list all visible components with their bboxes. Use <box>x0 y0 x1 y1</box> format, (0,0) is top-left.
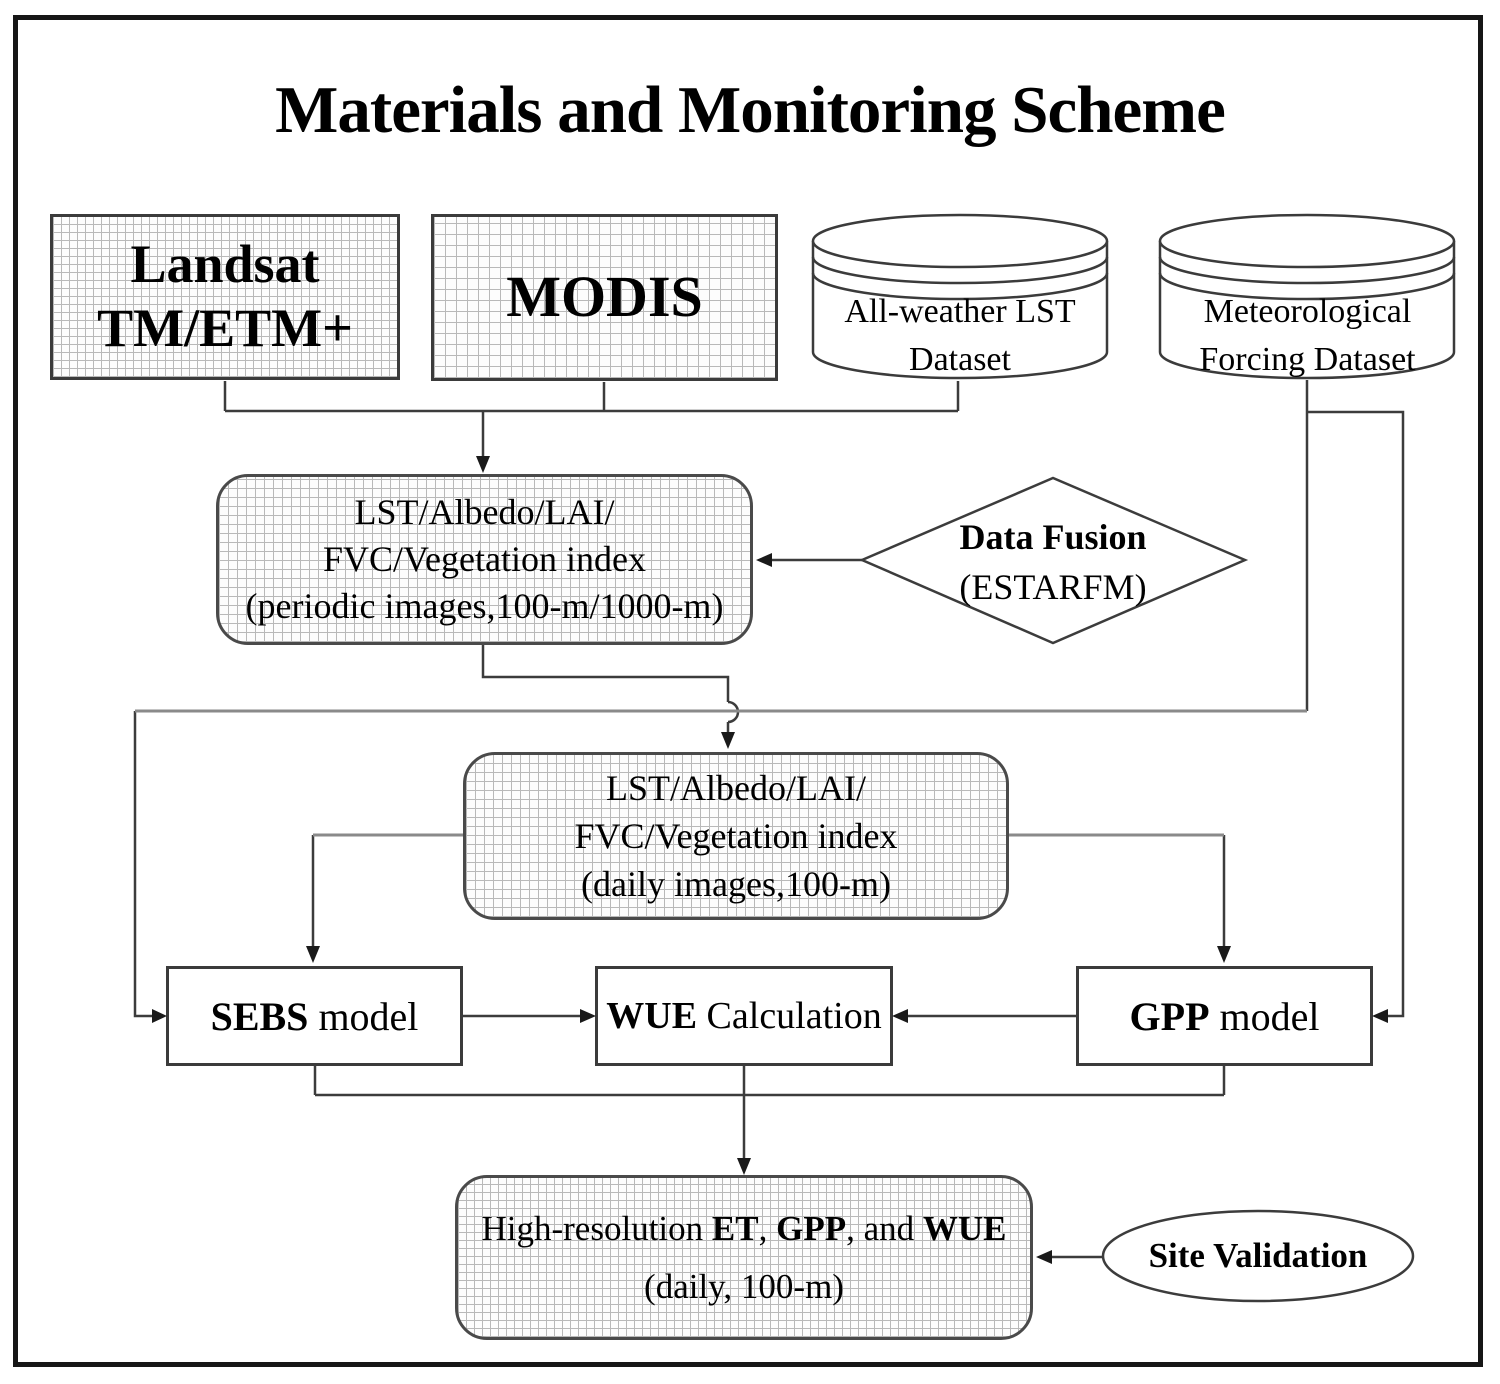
node-landsat: Landsat TM/ETM+ <box>50 214 400 380</box>
node-sebs-model: SEBS model <box>166 966 463 1066</box>
lst-dataset-label: All-weather LST Dataset <box>811 288 1109 384</box>
daily-box-line3: (daily images,100-m) <box>581 864 891 904</box>
page-title: Materials and Monitoring Scheme <box>275 73 1226 147</box>
periodic-box-line2: FVC/Vegetation index <box>323 539 646 579</box>
node-modis: MODIS <box>431 214 778 381</box>
output-sep1: , <box>758 1208 777 1248</box>
modis-label: MODIS <box>506 264 703 330</box>
sebs-model-label-bold: SEBS <box>210 993 309 1039</box>
landsat-label-line2: TM/ETM+ <box>97 298 353 358</box>
periodic-box-line3: (periodic images,100-m/1000-m) <box>245 586 724 626</box>
gpp-model-label-rest: model <box>1209 993 1320 1039</box>
validation-label: Site Validation <box>1148 1236 1368 1275</box>
wue-calculation-label: WUE Calculation <box>606 994 881 1038</box>
node-periodic-images: LST/Albedo/LAI/ FVC/Vegetation index (pe… <box>216 474 753 645</box>
lst-dataset-label-line2: Dataset <box>909 341 1011 378</box>
output-pre: High-resolution <box>481 1208 712 1248</box>
lst-dataset-label-line1: All-weather LST <box>844 293 1076 330</box>
outer-border <box>13 15 1483 1367</box>
gpp-model-label: GPP model <box>1130 993 1320 1040</box>
met-dataset-label-line2: Forcing Dataset <box>1199 341 1416 378</box>
output-box-line2: (daily, 100-m) <box>644 1266 844 1306</box>
node-output: High-resolution ET, GPP, and WUE (daily,… <box>455 1175 1033 1340</box>
sebs-model-label: SEBS model <box>211 993 419 1040</box>
daily-box-line2: FVC/Vegetation index <box>574 816 898 856</box>
fusion-label-line1: Data Fusion <box>959 517 1147 557</box>
output-et: ET <box>711 1208 759 1248</box>
wue-calculation-label-rest: Calculation <box>697 995 882 1037</box>
node-gpp-model: GPP model <box>1076 966 1373 1066</box>
wue-calculation-label-bold: WUE <box>606 995 698 1037</box>
landsat-label-line1: Landsat <box>130 234 320 295</box>
daily-box-line1: LST/Albedo/LAI/ <box>606 768 866 808</box>
node-daily-images: LST/Albedo/LAI/ FVC/Vegetation index (da… <box>463 752 1009 920</box>
node-wue-calculation: WUE Calculation <box>595 966 893 1066</box>
output-wue: WUE <box>922 1208 1007 1248</box>
met-dataset-label-line1: Meteorological <box>1203 293 1412 330</box>
periodic-box-line1: LST/Albedo/LAI/ <box>354 492 615 532</box>
fusion-diamond-label: Data Fusion (ESTARFM) <box>903 512 1203 612</box>
output-gpp: GPP <box>776 1208 847 1248</box>
met-dataset-label: Meteorological Forcing Dataset <box>1157 288 1458 384</box>
output-box-line1: High-resolution ET, GPP, and WUE <box>482 1200 1007 1258</box>
output-sep2: , and <box>846 1208 923 1248</box>
gpp-model-label-bold: GPP <box>1129 993 1210 1039</box>
fusion-label-line2: (ESTARFM) <box>959 567 1147 607</box>
sebs-model-label-rest: model <box>308 993 419 1039</box>
